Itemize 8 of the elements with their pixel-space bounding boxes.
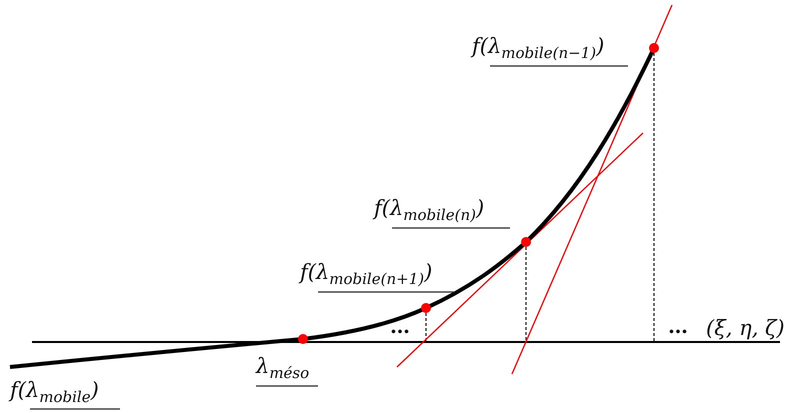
root-label: λ$_{méso}$ (256, 354, 310, 382)
point-label: f(λ$_{mobile(n)}$) (374, 196, 484, 224)
point-label: f(λ$_{mobile(n−1)}$) (472, 34, 604, 62)
ellipsis: … (390, 314, 410, 338)
ellipsis: … (668, 314, 688, 338)
point-label: f(λ$_{mobile(n+1)}$) (300, 260, 432, 288)
axis-label: (ξ, η, ζ) (706, 316, 785, 342)
curve-label: f(λ$_{mobile}$) (10, 378, 99, 406)
